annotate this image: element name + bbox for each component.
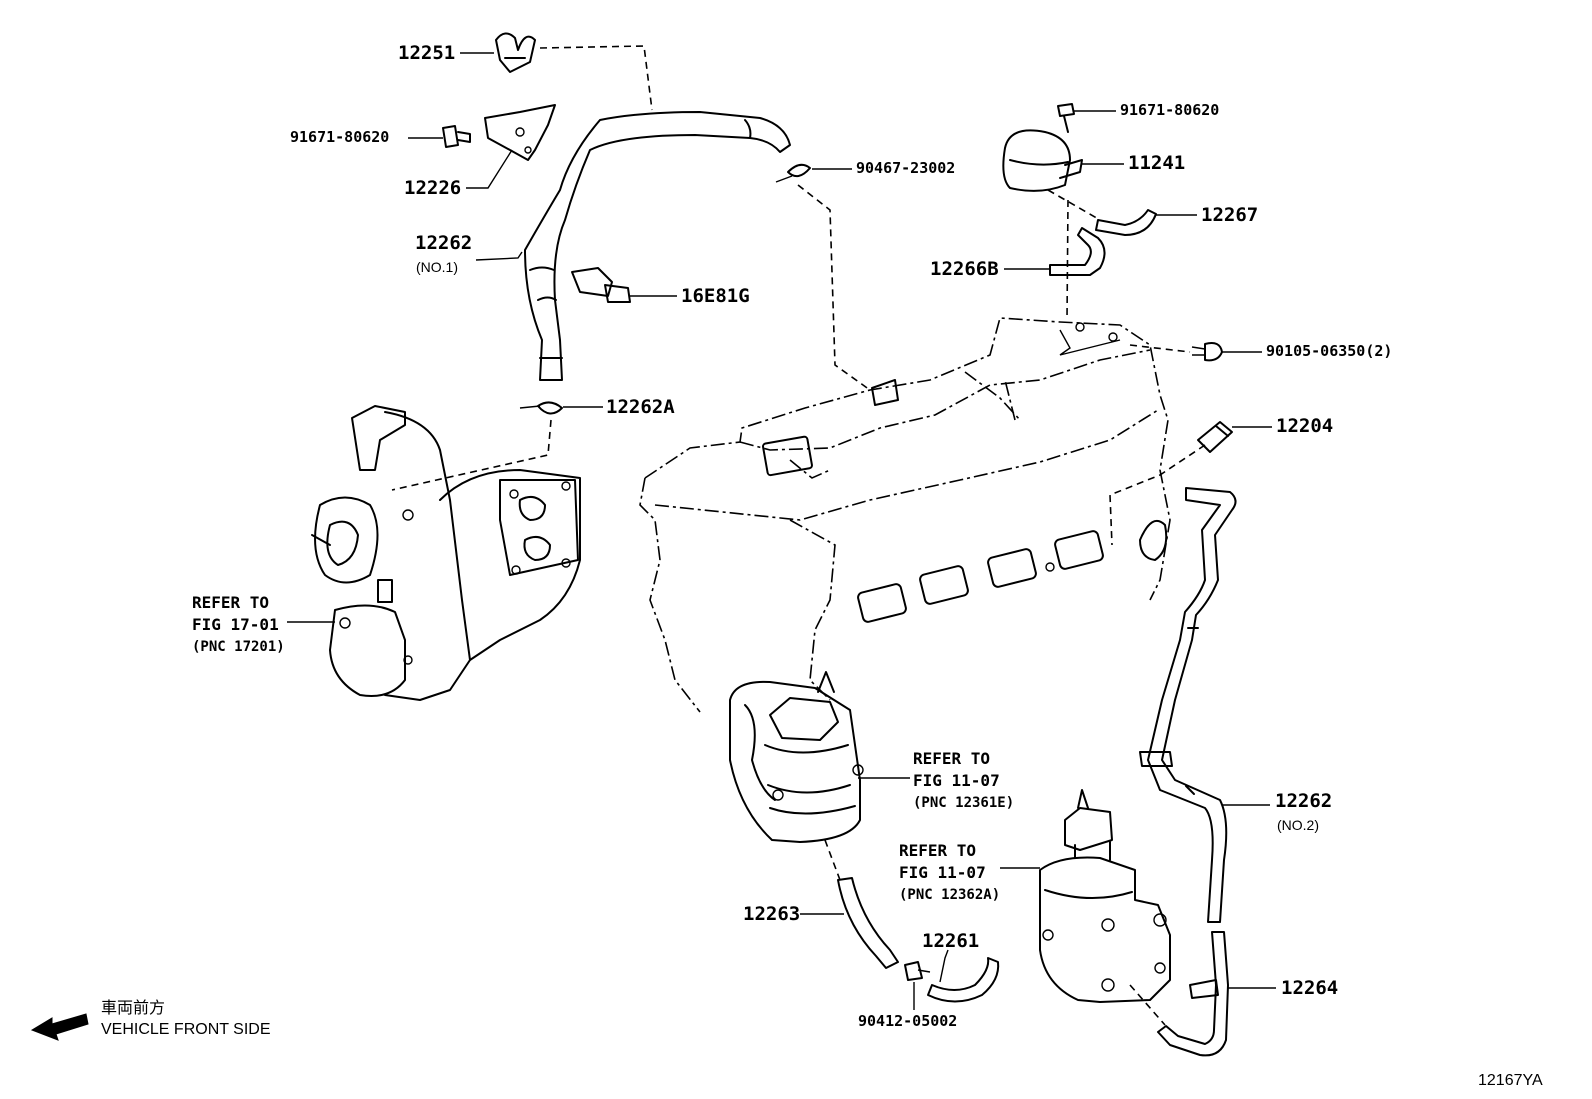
label-12261: 12261 [922, 930, 980, 952]
bolt-90105 [1191, 342, 1223, 362]
clip-90467 [775, 163, 811, 183]
label-16e81g: 16E81G [681, 285, 750, 307]
hose-12264 [1157, 931, 1229, 1057]
hose-12267 [1095, 209, 1157, 236]
label-12262-no2-sub: (NO.2) [1277, 817, 1319, 833]
diagram-code: 12167YA [1478, 1072, 1543, 1089]
vehicle-front-jp: 車両前方 [101, 1000, 166, 1017]
label-91671-80620-right: 91671-80620 [1120, 101, 1220, 119]
hose-12266b [1049, 227, 1106, 276]
vehicle-front-label: 車両前方 VEHICLE FRONT SIDE [101, 998, 271, 1040]
clamp-12251 [495, 32, 536, 73]
bolt-91671-left [442, 125, 471, 148]
reference-line: FIG 11-07 [899, 863, 986, 882]
reference-line: FIG 11-07 [913, 771, 1000, 790]
label-91671-80620-left: 91671-80620 [290, 128, 390, 146]
reference-mount-upper: REFER TO FIG 11-07 (PNC 12361E) [913, 748, 1014, 814]
label-12262-no1-sub: (NO.1) [416, 259, 458, 275]
fitting-12204 [1197, 421, 1233, 453]
vehicle-front-arrow-icon [30, 1013, 89, 1041]
label-12263: 12263 [743, 903, 801, 925]
reference-line: FIG 17-01 [192, 615, 279, 634]
reference-pnc: (PNC 12362A) [899, 887, 1001, 903]
reference-line: REFER TO [192, 593, 270, 612]
label-90105-06350: 90105-06350(2) [1266, 342, 1393, 360]
reference-pnc: (PNC 12361E) [913, 795, 1015, 811]
hose-12263 [837, 877, 899, 969]
reference-pnc: (PNC 17201) [192, 639, 285, 655]
tank-11241 [1002, 129, 1083, 192]
label-12266b: 12266B [930, 258, 999, 280]
label-12262-no2: 12262 [1275, 790, 1333, 812]
label-12264: 12264 [1281, 977, 1339, 999]
hose-12261 [927, 957, 1000, 1003]
hose-12262-no2 [1139, 487, 1237, 923]
bolt-91671-right [1057, 103, 1075, 133]
label-12226: 12226 [404, 177, 462, 199]
vehicle-front-en: VEHICLE FRONT SIDE [101, 1021, 271, 1038]
connector-lines [391, 45, 1206, 1026]
fitting-90412 [904, 961, 931, 981]
label-12267: 12267 [1201, 204, 1259, 226]
reference-mount-lower: REFER TO FIG 11-07 (PNC 12362A) [899, 840, 1000, 906]
reference-line: REFER TO [913, 749, 991, 768]
hose-12262-no1 [524, 111, 791, 381]
reference-turbo: REFER TO FIG 17-01 (PNC 17201) [192, 592, 285, 658]
label-12251: 12251 [398, 42, 456, 64]
engine-mount-upper [729, 671, 864, 843]
label-90467-23002: 90467-23002 [856, 159, 956, 177]
engine-block-outline [639, 317, 1171, 713]
label-11241: 11241 [1128, 152, 1186, 174]
sensor-16e81g [571, 267, 631, 303]
label-12262-no1: 12262 [415, 232, 473, 254]
leader-lines [287, 52, 1276, 1010]
bracket-12226 [484, 104, 556, 161]
label-12204: 12204 [1276, 415, 1334, 437]
turbocharger [311, 405, 581, 701]
clip-12262a [519, 401, 563, 415]
label-12262a: 12262A [606, 396, 675, 418]
reference-line: REFER TO [899, 841, 977, 860]
engine-mount-lower [1039, 789, 1171, 1003]
label-90412-05002: 90412-05002 [858, 1012, 958, 1030]
